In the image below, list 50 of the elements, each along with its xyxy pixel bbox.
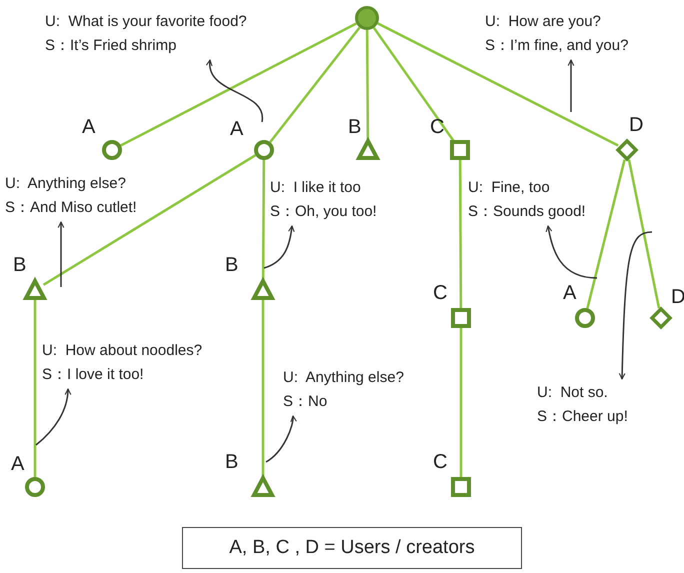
dialog-line: U: How about noodles?: [42, 341, 202, 361]
node-letter: A: [11, 453, 24, 475]
node-letter: A: [230, 118, 244, 140]
dialog-line: S：I’m fine, and you?: [485, 36, 628, 56]
tree-branch: [120, 22, 357, 146]
node-letter: B: [225, 451, 238, 473]
legend-note: A, B, C , D = Users / creators: [182, 527, 522, 569]
dialog-line: U: I like it too: [270, 178, 361, 198]
node-letter: C: [433, 451, 448, 473]
tree-branch: [42, 154, 256, 286]
leader-arrow: [36, 388, 72, 446]
tree-branch: [262, 300, 264, 477]
leader-arrow: [618, 231, 652, 380]
tree-branch: [628, 160, 660, 308]
dialog-line: S：Oh, you too!: [270, 202, 377, 222]
leader-arrow: [546, 225, 598, 279]
tree-branch: [377, 22, 619, 147]
node-letter: C: [430, 116, 444, 138]
dialog-line: U: Not so.: [537, 383, 608, 403]
node-letter: B: [348, 116, 362, 138]
tree-branch: [262, 160, 266, 280]
leader-arrow: [568, 59, 574, 112]
tree-branch: [366, 30, 370, 140]
node-letter: B: [13, 254, 26, 276]
tree-branch: [269, 26, 361, 143]
node-letter: B: [225, 254, 238, 276]
tree-branch: [372, 27, 456, 143]
leader-arrow: [58, 221, 64, 287]
tree-branch: [458, 160, 462, 308]
dialog-line: S：I love it too!: [42, 365, 144, 385]
leader-arrow: [266, 415, 296, 463]
tree-branch: [34, 300, 36, 477]
dialog-line: U: Fine, too: [468, 178, 550, 198]
dialog-line: S：It’s Fried shrimp: [45, 36, 176, 56]
leader-arrow: [206, 59, 263, 122]
dialog-line: S：No: [283, 392, 328, 412]
node-letter: A: [563, 282, 576, 304]
dialog-line: U: Anything else?: [5, 174, 126, 194]
dialog-line: S：Sounds good!: [468, 202, 586, 222]
tree-branch: [586, 159, 626, 309]
dialog-line: U: Anything else?: [283, 368, 404, 388]
dialog-line: U: What is your favorite food?: [45, 12, 247, 32]
tree-branch: [460, 328, 462, 477]
leader-arrow: [264, 225, 295, 269]
node-letter: A: [82, 116, 96, 138]
node-letter: D: [629, 114, 644, 136]
dialog-line: S：Cheer up!: [537, 407, 628, 427]
dialog-line: U: How are you?: [485, 12, 601, 32]
dialog-line: S：And Miso cutlet!: [5, 198, 137, 218]
node-letter: C: [433, 282, 448, 304]
